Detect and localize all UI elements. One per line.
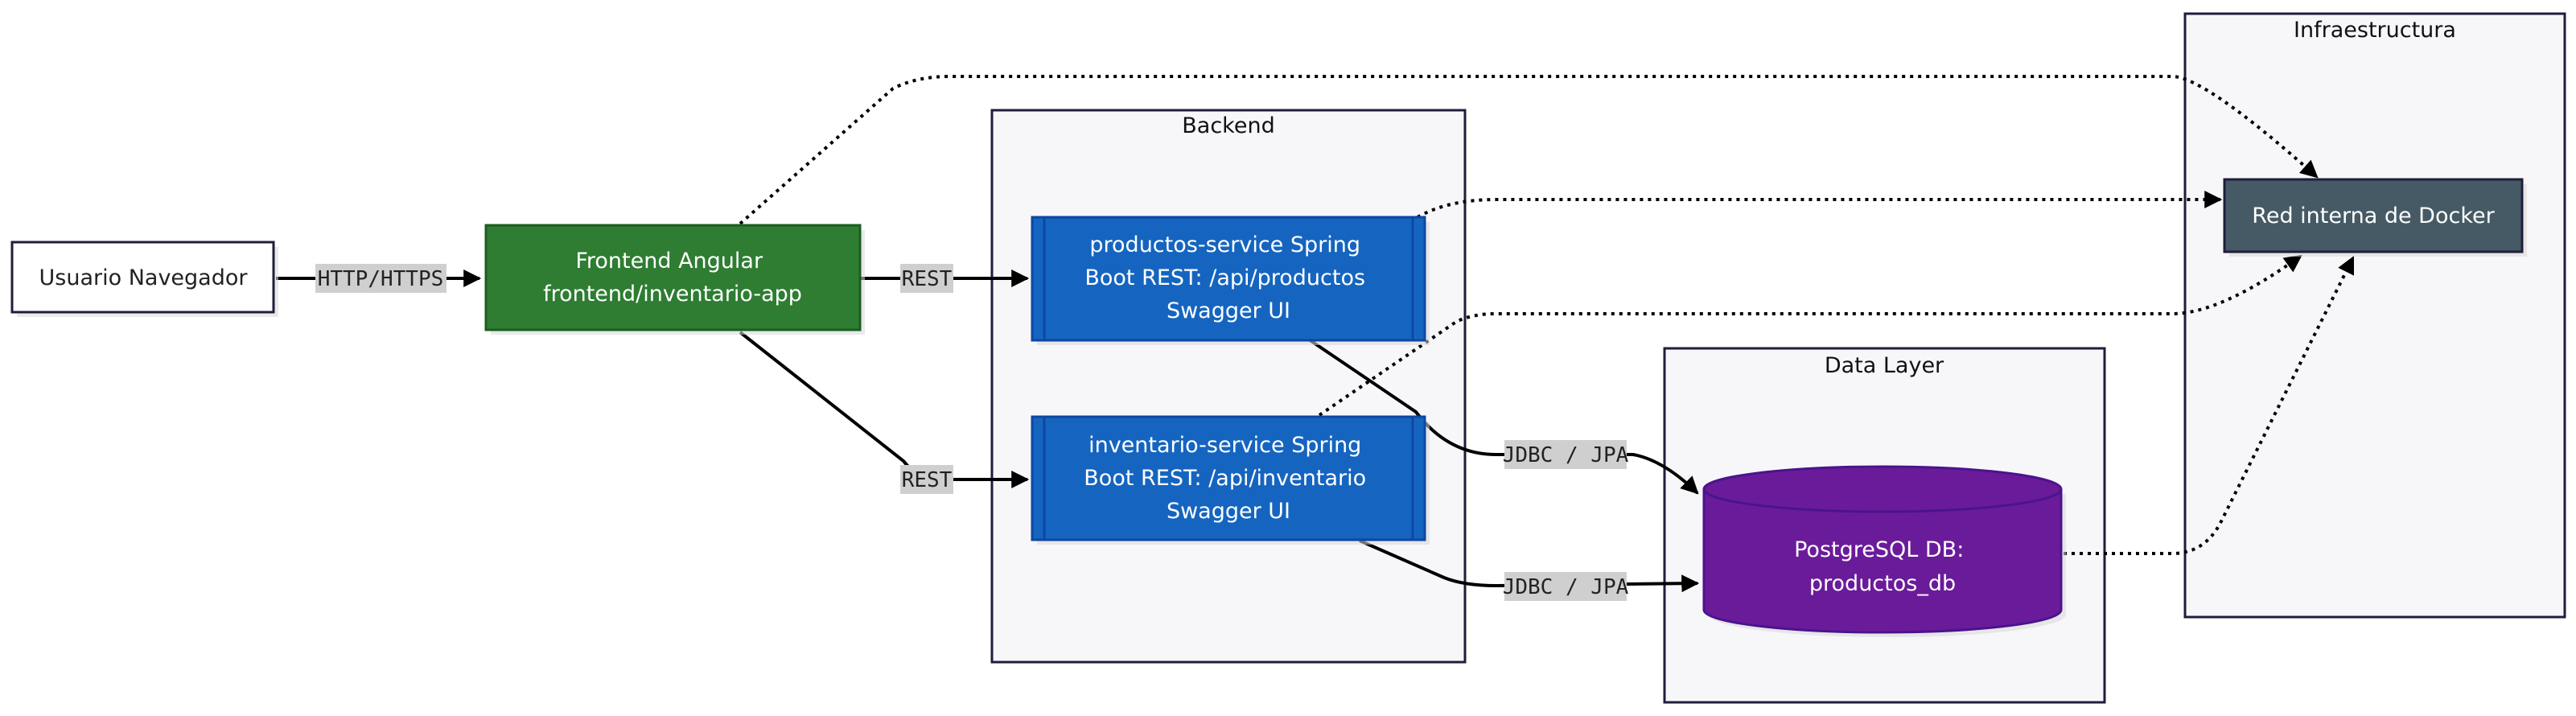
edge-label-jdbc-productos: JDBC / JPA: [1503, 440, 1629, 469]
productos-label-line1: productos-service Spring: [1089, 232, 1360, 257]
edge-label-rest-inventario: REST: [900, 465, 953, 494]
inventario-label: inventario-service Spring Boot REST: /ap…: [1084, 433, 1372, 524]
edge-label-rest-inventario-text: REST: [902, 468, 953, 492]
frontend-label: Frontend Angular frontend/inventario-app: [543, 249, 802, 307]
edge-frontend-inventario: [739, 331, 1030, 488]
productos-label-line3: Swagger UI: [1167, 298, 1290, 323]
edge-frontend-docker: [739, 75, 2319, 225]
cluster-backend: Backend: [990, 109, 1467, 664]
edge-label-jdbc-inventario: JDBC / JPA: [1503, 572, 1629, 601]
frontend-label-line2: frontend/inventario-app: [543, 282, 802, 307]
productos-label-line2: Boot REST: /api/productos: [1084, 265, 1365, 290]
cluster-backend-title: Backend: [1182, 113, 1274, 138]
edges-dotted: [739, 75, 2355, 555]
edge-label-jdbc-productos-text: JDBC / JPA: [1503, 443, 1629, 467]
edge-label-rest-productos-text: REST: [902, 267, 953, 291]
node-productos-service: productos-service Spring Boot REST: /api…: [1031, 216, 1430, 345]
inventario-label-line1: inventario-service Spring: [1088, 433, 1361, 458]
node-red-docker: Red interna de Docker: [2223, 178, 2527, 257]
node-usuario-navegador: Usuario Navegador: [10, 241, 278, 317]
cluster-infraestructura: Infraestructura: [2183, 12, 2566, 619]
edge-label-jdbc-inventario-text: JDBC / JPA: [1503, 575, 1629, 599]
edge-productos-db: [1307, 338, 1699, 495]
inventario-label-line3: Swagger UI: [1167, 499, 1290, 524]
edge-label-rest-productos: REST: [900, 264, 953, 293]
edge-label-http: HTTP/HTTPS: [315, 264, 446, 293]
cluster-data-layer-title: Data Layer: [1825, 353, 1944, 378]
edge-productos-docker: [1416, 191, 2223, 219]
edge-label-http-text: HTTP/HTTPS: [318, 267, 444, 291]
node-frontend-angular: Frontend Angular frontend/inventario-app: [484, 224, 865, 335]
user-label: Usuario Navegador: [39, 265, 249, 290]
db-label-line1: PostgreSQL DB:: [1794, 537, 1964, 562]
cluster-infraestructura-title: Infraestructura: [2294, 18, 2456, 43]
inventario-label-line2: Boot REST: /api/inventario: [1084, 466, 1366, 491]
docker-label: Red interna de Docker: [2252, 204, 2495, 228]
node-postgresql-db: PostgreSQL DB: productos_db: [1702, 465, 2066, 637]
edge-db-docker: [2064, 256, 2355, 555]
productos-label: productos-service Spring Boot REST: /api…: [1084, 232, 1372, 323]
edge-inventario-docker: [1318, 254, 2302, 417]
edge-inventario-db: [1359, 539, 1700, 593]
db-label: PostgreSQL DB: productos_db: [1794, 537, 1971, 596]
node-inventario-service: inventario-service Spring Boot REST: /ap…: [1031, 415, 1430, 545]
db-label-line2: productos_db: [1809, 571, 1956, 596]
frontend-label-line1: Frontend Angular: [575, 249, 763, 274]
